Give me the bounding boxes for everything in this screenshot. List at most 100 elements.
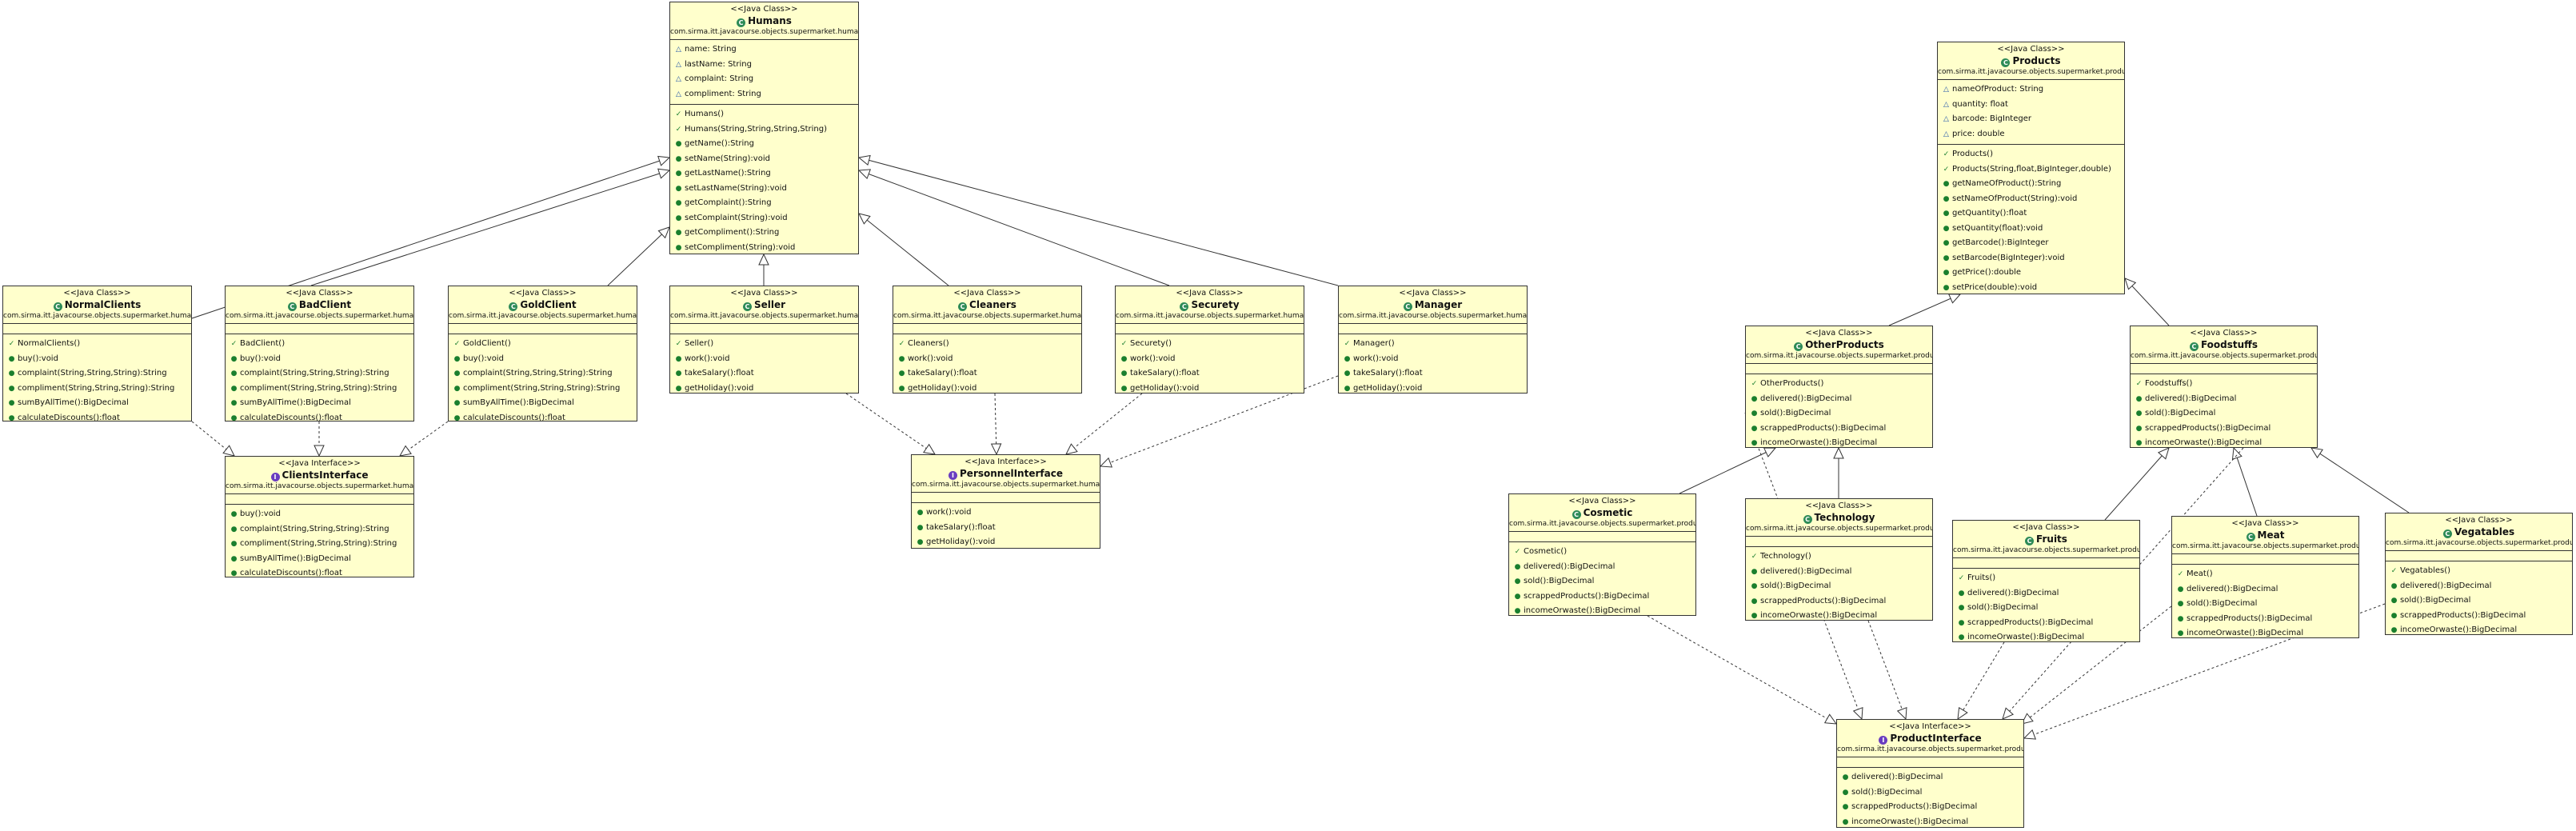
operation-row: ●takeSalary():float: [1116, 366, 1304, 382]
inheritance-arrowhead-icon: [857, 169, 872, 180]
member-text: OtherProducts(): [1760, 379, 1824, 388]
public-visibility-icon: ●: [1958, 604, 1965, 612]
member-text: scrappedProducts():BigDecimal: [1967, 617, 2094, 627]
attributes-compartment: [1746, 364, 1932, 374]
operation-row: ●compliment(String,String,String):String: [226, 382, 413, 397]
class-name-text: Securety: [1191, 299, 1240, 310]
inheritance-arrowhead-icon: [2002, 707, 2015, 720]
attributes-compartment: [1116, 324, 1304, 334]
public-visibility-icon: ●: [1943, 210, 1950, 218]
public-visibility-icon: ●: [675, 170, 682, 178]
operation-row: ●delivered():BigDecimal: [1746, 565, 1932, 580]
member-text: complaint: String: [685, 74, 754, 83]
member-text: Products(String,float,BigInteger,double): [1952, 164, 2111, 174]
stereotype-label: <<Java Class>>: [2190, 329, 2258, 338]
attribute-row: △compliment: String: [670, 87, 858, 102]
operation-row: ●sold():BigDecimal: [1837, 785, 2023, 801]
operation-row: ●delivered():BigDecimal: [1837, 770, 2023, 785]
operations-compartment: ✓Technology()●delivered():BigDecimal●sol…: [1746, 547, 1932, 620]
operation-row: ✓Cleaners(): [893, 337, 1081, 352]
public-visibility-icon: ●: [230, 554, 238, 563]
operation-row: ●sold():BigDecimal: [2172, 597, 2358, 612]
package-label: com.sirma.itt.javacourse.objects.superma…: [1339, 312, 1528, 320]
public-visibility-icon: ●: [1943, 239, 1950, 247]
stereotype-label: <<Java Class>>: [1176, 289, 1244, 298]
operations-compartment: ●work():void●takeSalary():float●getHolid…: [912, 503, 1100, 548]
member-text: getHoliday():void: [908, 383, 977, 393]
member-text: delivered():BigDecimal: [1760, 394, 1852, 403]
member-text: setNameOfProduct(String):void: [1952, 194, 2078, 203]
inheritance-arrowhead-icon: [222, 445, 235, 457]
constructor-icon: ✓: [1958, 574, 1965, 582]
attributes-compartment: [1509, 532, 1695, 542]
public-visibility-icon: ●: [1120, 370, 1128, 378]
public-visibility-icon: ●: [1751, 424, 1758, 433]
inheritance-arrowhead-icon: [1763, 447, 1777, 457]
operation-row: ●getComplaint():String: [670, 196, 858, 211]
member-text: quantity: float: [1952, 99, 2008, 109]
cosmetic-implements-product-interface-edge: [1647, 615, 1838, 725]
operation-row: ●getLastName():String: [670, 166, 858, 182]
member-text: getHoliday():void: [926, 537, 996, 546]
attribute-row: △name: String: [670, 42, 858, 58]
public-visibility-icon: ●: [1751, 567, 1758, 576]
class-name-text: Vegatables: [2454, 526, 2515, 537]
operations-compartment: ✓Meat()●delivered():BigDecimal●sold():Bi…: [2172, 565, 2358, 637]
public-visibility-icon: ●: [2135, 394, 2143, 403]
class-name-text: Meat: [2257, 529, 2285, 541]
operation-row: ●takeSalary():float: [670, 366, 858, 382]
public-visibility-icon: ●: [2135, 439, 2143, 447]
member-text: complaint(String,String,String):String: [463, 369, 613, 378]
inheritance-arrowhead-icon: [657, 155, 671, 166]
operation-row: ✓OtherProducts(): [1746, 377, 1932, 392]
operations-compartment: ✓NormalClients()●buy():void●complaint(St…: [3, 334, 191, 421]
stereotype-label: <<Java Class>>: [2231, 519, 2299, 528]
cleaners-extends-humans-edge: [858, 213, 949, 286]
member-text: scrappedProducts():BigDecimal: [2145, 423, 2271, 433]
member-text: getLastName():String: [685, 169, 771, 178]
member-text: Cosmetic(): [1524, 547, 1568, 556]
package-label: com.sirma.itt.javacourse.objects.superma…: [226, 482, 414, 490]
public-visibility-icon: ●: [675, 184, 682, 193]
public-visibility-icon: ●: [917, 509, 924, 517]
public-visibility-icon: ●: [2177, 629, 2184, 637]
manager-extends-humans-edge: [857, 154, 1339, 286]
operations-compartment: ✓Manager()●work():void●takeSalary():floa…: [1339, 334, 1527, 393]
member-text: setCompliment(String):void: [685, 242, 796, 252]
inheritance-arrowhead-icon: [858, 213, 871, 225]
attributes-compartment: [226, 324, 413, 334]
member-text: Humans(String,String,String,String): [685, 124, 827, 134]
package-visibility-icon: △: [1943, 100, 1949, 109]
member-text: getName():String: [685, 139, 754, 148]
package-label: com.sirma.itt.javacourse.objects.superma…: [1116, 312, 1304, 320]
